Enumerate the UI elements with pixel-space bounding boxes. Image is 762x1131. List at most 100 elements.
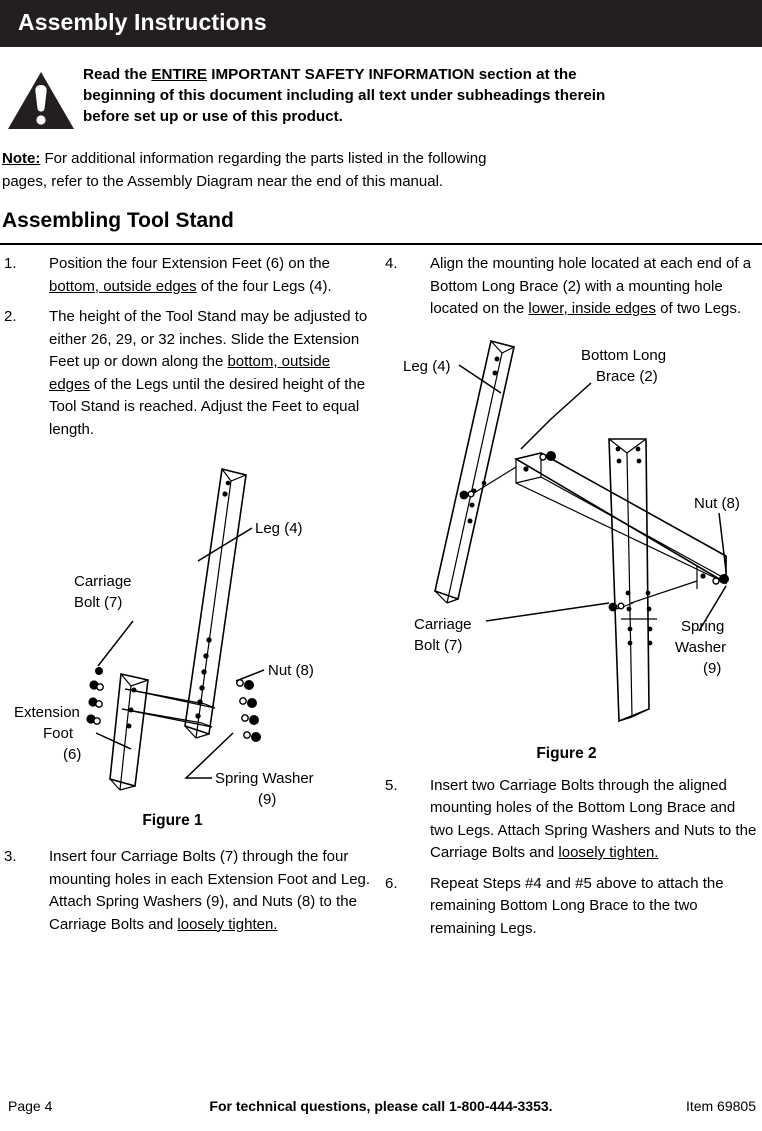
- warning-triangle-icon: [6, 70, 76, 132]
- warning-line2: beginning of this document including all…: [83, 87, 606, 104]
- steps-list-right-upper: 4. Align the mounting hole located at eac…: [381, 253, 762, 321]
- leader-spring-washer-fig2: [698, 585, 727, 631]
- figure2-label-spring-washer-line2: Washer: [675, 639, 726, 656]
- bottom-long-brace-part-fig2: [513, 451, 727, 589]
- instruction-text-run: of the Legs until the desired height of …: [49, 375, 366, 438]
- figure2-label-carriage-bolt-line2: Bolt (7): [414, 637, 462, 654]
- figure2-label-spring-washer-line1: Spring: [681, 618, 724, 635]
- page-header-bar: Assembly Instructions: [0, 0, 762, 47]
- figure2-label-nut: Nut (8): [694, 495, 740, 512]
- figure1-label-carriage-bolt-line2: Bolt (7): [74, 594, 122, 611]
- leader-leg-fig2: [458, 363, 502, 394]
- footer-item-number: Item 69805: [685, 1098, 756, 1114]
- warning-entire-underlined: ENTIRE: [151, 66, 208, 83]
- hardware-alignment-lines-fig2: [473, 465, 698, 610]
- figure-1: Leg (4) Carriage Bolt (7) Nut (8) Extens…: [0, 461, 375, 830]
- instruction-text-run: The height of the Tool Stand may be adju…: [49, 308, 368, 370]
- instruction-step-text: Position the four Extension Feet (6) on …: [49, 255, 332, 295]
- figure-2: Leg (4) Bottom Long Brace (2) Nut (8) Ca…: [381, 331, 762, 763]
- instruction-step-number: 5.: [385, 776, 398, 794]
- leader-carriage-bolt-fig2: [485, 601, 610, 622]
- instruction-emphasis: loosely tighten.: [177, 915, 278, 933]
- steps-list-left-lower: 3. Insert four Carriage Bolts (7) through…: [0, 846, 375, 936]
- note-body-line1: For additional information regarding the…: [40, 150, 487, 167]
- leader-bottom-long-brace-fig2: [520, 381, 592, 450]
- instruction-text-run: Insert two Carriage Bolts through the al…: [430, 776, 757, 862]
- nut-washer-hardware-fig1: [236, 679, 261, 742]
- figure-1-drawing: Leg (4) Carriage Bolt (7) Nut (8) Extens…: [14, 468, 314, 808]
- instruction-text-run: Position the four Extension Feet (6) on …: [49, 255, 330, 272]
- instruction-step: 5. Insert two Carriage Bolts through the …: [381, 775, 762, 865]
- leader-spring-washer-fig1: [184, 732, 234, 779]
- figure2-label-spring-washer-line3: (9): [703, 660, 721, 677]
- instruction-step-text: Repeat Steps #4 and #5 above to attach t…: [430, 875, 724, 937]
- instruction-step: 3. Insert four Carriage Bolts (7) through…: [0, 846, 375, 936]
- page-title: Assembly Instructions: [18, 9, 267, 35]
- leader-extension-foot-fig1: [95, 732, 132, 750]
- hardware-alignment-lines-fig1: [121, 688, 216, 728]
- instruction-step-number: 2.: [4, 308, 17, 325]
- instruction-step-number: 1.: [4, 255, 17, 272]
- figure2-label-brace-line2: Brace (2): [596, 368, 658, 385]
- left-leg-part-fig2: [434, 339, 515, 604]
- instruction-step: 1. Position the four Extension Feet (6) o…: [0, 253, 375, 298]
- bolt-nut-washer-hardware-fig2: [459, 450, 729, 611]
- instruction-step-text: Align the mounting hole located at each …: [430, 255, 751, 317]
- warning-line1-pre: Read the: [83, 66, 152, 83]
- instruction-step: 2. The height of the Tool Stand may be ad…: [0, 306, 375, 441]
- note-block: Note: For additional information regardi…: [2, 147, 702, 193]
- footer-page-number: Page 4: [8, 1098, 53, 1114]
- warning-line1-post: IMPORTANT SAFETY INFORMATION section at …: [207, 66, 577, 83]
- note-body-line2: pages, refer to the Assembly Diagram nea…: [2, 173, 444, 190]
- instruction-step-text: Insert two Carriage Bolts through the al…: [430, 777, 756, 862]
- figure-1-caption: Figure 1: [142, 812, 203, 829]
- instruction-text-run: of the four Legs (4).: [196, 277, 332, 295]
- instruction-step: 6. Repeat Steps #4 and #5 above to attach…: [381, 873, 762, 941]
- leader-nut-fig1: [235, 669, 265, 682]
- section-heading: Assembling Tool Stand: [2, 209, 234, 232]
- instruction-step: 4. Align the mounting hole located at eac…: [381, 253, 762, 321]
- figure1-label-carriage-bolt-line1: Carriage: [74, 573, 132, 590]
- carriage-bolt-hardware-fig1: [86, 667, 104, 725]
- figure1-label-extension-foot-line1: Extension: [14, 704, 80, 721]
- figure-2-caption: Figure 2: [536, 744, 597, 762]
- instruction-text-run: Align the mounting hole located at each …: [430, 255, 752, 317]
- steps-list-left-upper: 1. Position the four Extension Feet (6) o…: [0, 253, 375, 441]
- note-label: Note:: [2, 150, 41, 167]
- figure1-label-extension-foot-line3: (6): [63, 746, 81, 763]
- extension-foot-part-fig1: [109, 673, 149, 791]
- figure2-label-leg: Leg (4): [403, 358, 451, 375]
- page-footer: Page 4 For technical questions, please c…: [0, 1098, 762, 1120]
- leg-part-fig1: [184, 468, 247, 739]
- instruction-step-number: 4.: [385, 255, 398, 272]
- instruction-step-number: 3.: [4, 848, 17, 865]
- leader-leg-fig1: [197, 527, 253, 562]
- right-leg-part-fig2: [608, 437, 657, 722]
- leader-carriage-bolt-fig1: [97, 620, 134, 667]
- instruction-emphasis: lower, inside edges: [528, 300, 657, 317]
- figure1-label-spring-washer-line1: Spring Washer: [215, 770, 314, 787]
- figure-2-drawing: Leg (4) Bottom Long Brace (2) Nut (8) Ca…: [403, 339, 740, 722]
- section-divider: [0, 243, 762, 245]
- figure2-label-carriage-bolt-line1: Carriage: [414, 616, 472, 633]
- leader-nut-fig2: [718, 512, 727, 571]
- steps-list-right-lower: 5. Insert two Carriage Bolts through the …: [381, 775, 762, 941]
- instruction-step-number: 6.: [385, 874, 398, 892]
- footer-support-text: For technical questions, please call 1-8…: [209, 1098, 553, 1114]
- instruction-text-run: Repeat Steps #4 and #5 above to attach t…: [430, 874, 724, 937]
- instruction-step-text: The height of the Tool Stand may be adju…: [49, 308, 367, 438]
- figure1-label-extension-foot-line2: Foot: [43, 725, 74, 742]
- instruction-text-run: of two Legs.: [656, 300, 742, 317]
- instruction-emphasis: bottom, outside edges: [49, 353, 331, 393]
- instruction-emphasis: loosely tighten.: [558, 844, 659, 861]
- right-column: 4. Align the mounting hole located at eac…: [381, 253, 762, 948]
- instruction-step-text: Insert four Carriage Bolts (7) through t…: [49, 848, 370, 933]
- instruction-emphasis: bottom, outside edges: [49, 277, 197, 295]
- figure1-label-spring-washer-line2: (9): [258, 791, 276, 808]
- warning-line3: before set up or use of this product.: [83, 108, 343, 125]
- figure1-label-nut: Nut (8): [268, 662, 314, 679]
- figure1-label-leg: Leg (4): [255, 520, 303, 537]
- figure2-label-brace-line1: Bottom Long: [581, 347, 666, 364]
- left-column: 1. Position the four Extension Feet (6) o…: [0, 253, 375, 944]
- instruction-text-run: Insert four Carriage Bolts (7) through t…: [49, 848, 371, 933]
